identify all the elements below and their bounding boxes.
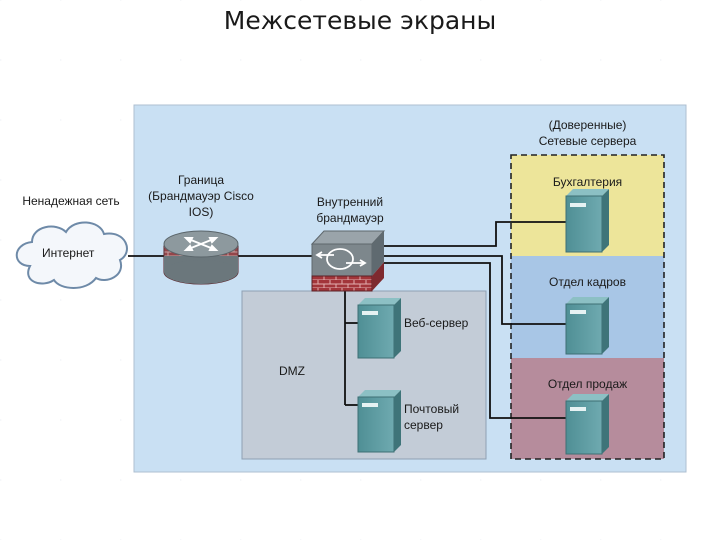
untrusted-network-label: Ненадежная сеть: [22, 194, 120, 208]
sales-label: Отдел продаж: [547, 377, 628, 391]
internet-label: Интернет: [42, 246, 95, 260]
server-icon-mail: [357, 390, 401, 453]
link-fw-accounting: [384, 221, 566, 247]
server-icon-hr: [565, 297, 609, 355]
server-icon-web: [357, 298, 401, 359]
trusted-servers-label-2: Сетевые сервера: [538, 134, 637, 148]
internal-firewall-label-1: Внутренний: [316, 195, 384, 209]
border-firewall-label-3: IOS): [188, 205, 214, 219]
connections: [128, 221, 566, 419]
accounting-label: Бухгалтерия: [552, 175, 623, 189]
mail-server-label-1: Почтовый: [404, 402, 460, 416]
trusted-servers-label-1: (Доверенные): [548, 118, 627, 132]
link-fw-hr: [384, 255, 566, 325]
border-firewall-label-2: (Брандмауэр Cisco: [148, 189, 254, 203]
mail-server-label-2: сервер: [404, 418, 443, 432]
hr-label: Отдел кадров: [549, 275, 626, 289]
cloud-icon: [15, 221, 128, 289]
server-icon-sales: [565, 394, 609, 455]
dmz-label: DMZ: [279, 364, 305, 378]
firewall-icon: [310, 230, 386, 292]
link-fw-sales: [384, 262, 566, 419]
trusted-zone-border: [510, 154, 665, 460]
internal-firewall-label-2: брандмауэр: [316, 211, 384, 225]
slide-title: Межсетевые экраны: [223, 6, 497, 35]
server-icon-accounting: [565, 189, 609, 253]
web-server-label: Веб-сервер: [404, 316, 469, 330]
router-icon: [163, 230, 239, 285]
border-firewall-label-1: Граница: [177, 173, 225, 187]
